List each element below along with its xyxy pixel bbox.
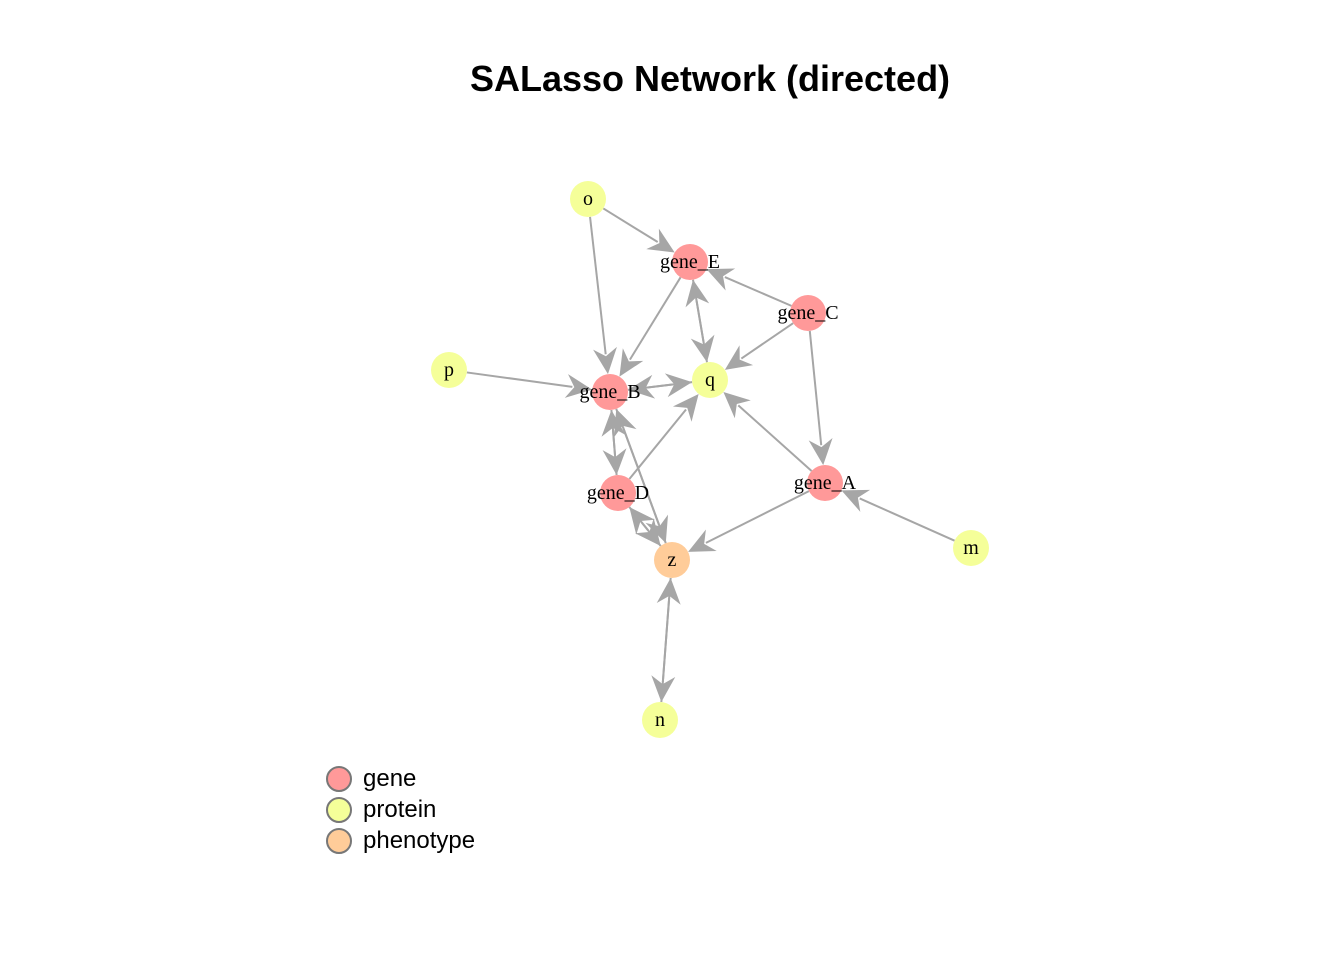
edge-gene_D-to-q: [628, 393, 699, 480]
edge-gene_C-to-gene_A: [808, 330, 833, 466]
node-label: m: [963, 537, 979, 559]
node-gene_A: gene_A: [794, 465, 857, 501]
node-z: z: [654, 542, 690, 578]
node-circle: [431, 352, 467, 388]
arrowhead: [841, 489, 871, 512]
edges-layer: [466, 207, 955, 703]
arrowhead: [688, 529, 717, 552]
arrowhead: [672, 393, 699, 422]
arrowhead: [651, 675, 676, 703]
node-label: z: [668, 549, 677, 571]
edge-m-to-gene_A: [841, 489, 955, 542]
nodes-layer: o gene_E gene_Cp gene_B q gene_D gene_Az m n: [431, 181, 989, 738]
node-label: gene_E: [660, 251, 720, 273]
legend-swatch-gene: [326, 765, 352, 792]
node-n: n: [642, 702, 678, 738]
node-circle: [570, 181, 606, 217]
node-label: p: [444, 359, 454, 381]
node-gene_B: gene_B: [579, 374, 641, 410]
edge-gene_A-to-z: [688, 490, 810, 552]
node-label: gene_C: [777, 302, 838, 324]
edge-z-to-n: [651, 577, 676, 703]
arrowhead: [629, 507, 655, 535]
edge-o-to-gene_E: [602, 207, 675, 253]
legend-label-gene: gene: [363, 764, 417, 792]
diagram-title: SALasso Network (directed): [469, 58, 951, 99]
arrowhead: [723, 392, 751, 419]
node-circle: [654, 542, 690, 578]
arrowhead: [619, 348, 644, 377]
legend-item-gene: gene: [326, 763, 475, 794]
node-label: gene_B: [579, 381, 640, 403]
node-gene_C: gene_C: [777, 295, 839, 331]
arrowhead: [724, 345, 754, 370]
node-p: p: [431, 352, 467, 388]
node-circle: [672, 244, 708, 280]
arrowhead: [627, 374, 656, 399]
edge-gene_D-to-gene_B: [601, 409, 626, 476]
node-circle: [600, 475, 636, 511]
node-circle: [790, 295, 826, 331]
node-circle: [807, 465, 843, 501]
arrowhead: [564, 374, 593, 398]
edge-gene_C-to-gene_E: [706, 268, 792, 307]
edge-gene_B-to-z: [615, 408, 669, 544]
legend-label-protein: protein: [363, 795, 437, 823]
node-circle: [592, 374, 628, 410]
edge-p-to-gene_B: [466, 371, 593, 398]
arrowhead: [646, 228, 675, 253]
edge-q-to-gene_E: [685, 279, 710, 363]
node-m: m: [953, 530, 989, 566]
arrowhead: [808, 438, 833, 466]
legend-item-phenotype: phenotype: [326, 825, 475, 856]
arrowhead: [685, 279, 710, 308]
legend-item-protein: protein: [326, 794, 475, 825]
arrowhead: [706, 268, 736, 291]
arrowhead: [645, 514, 669, 544]
node-gene_E: gene_E: [660, 244, 720, 280]
edge-o-to-gene_B: [589, 216, 617, 375]
node-o: o: [570, 181, 606, 217]
node-label: gene_A: [794, 472, 857, 494]
edge-z-to-gene_D: [629, 507, 662, 547]
arrowhead: [601, 409, 626, 437]
node-circle: [953, 530, 989, 566]
arrowhead: [593, 346, 617, 375]
edge-gene_E-to-gene_B: [619, 276, 682, 377]
node-circle: [692, 362, 728, 398]
node-label: gene_D: [587, 482, 649, 504]
node-label: n: [655, 709, 665, 731]
edge-gene_B-to-q: [627, 373, 693, 398]
node-q: q: [692, 362, 728, 398]
edge-gene_A-to-q: [723, 392, 813, 472]
node-circle: [642, 702, 678, 738]
legend-label-phenotype: phenotype: [363, 826, 476, 854]
legend-swatch-phenotype: [326, 827, 352, 854]
node-label: q: [705, 369, 715, 391]
node-label: o: [583, 188, 593, 210]
legend: gene protein phenotype: [326, 763, 475, 856]
arrowhead: [690, 334, 715, 363]
arrowhead: [664, 373, 693, 398]
edge-gene_C-to-q: [724, 322, 794, 370]
legend-swatch-protein: [326, 796, 352, 823]
node-gene_D: gene_D: [587, 475, 649, 511]
